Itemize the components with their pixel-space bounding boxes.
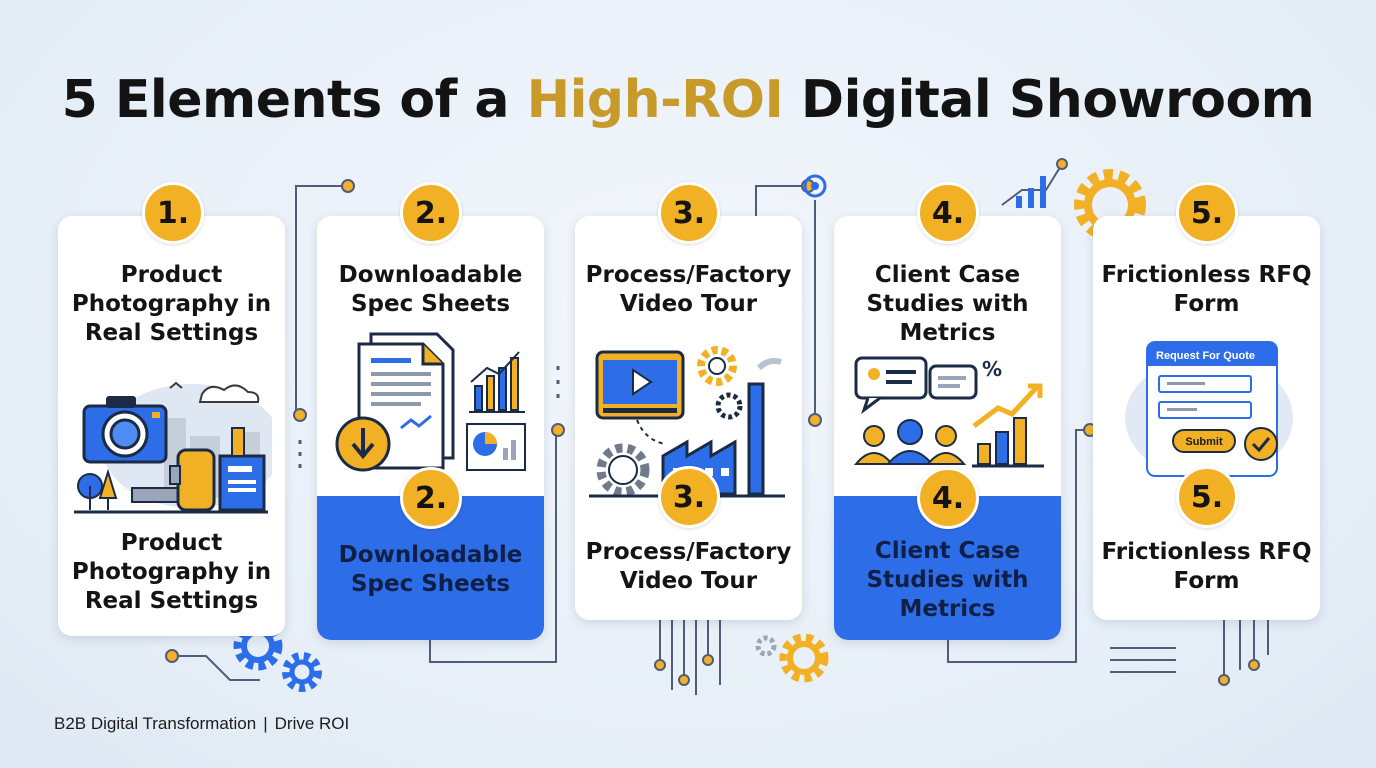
rfq-form-illustration: Request For Quote Submit [1125,341,1293,480]
card-2-lower-title: Downloadable Spec Sheets [338,542,523,597]
footer: B2B Digital Transformation | Drive ROI [54,714,349,734]
rfq-form-header: Request For Quote [1156,350,1255,362]
footer-left: B2B Digital Transformation [54,714,257,733]
element-card-5: Frictionless RFQ Form Request For Quote … [1093,216,1320,620]
step-badge-1: 1. [142,182,204,244]
step-badge-3: 3. [658,182,720,244]
card-5-title: Frictionless RFQ Form [1101,262,1312,317]
element-card-4: Client Case Studies with Metrics % Clien… [834,216,1061,640]
step-badge-4: 4. [917,182,979,244]
rfq-submit-button: Submit [1185,436,1223,448]
camera-factory-illustration [74,381,272,514]
card-1-title: Product Photography in Real Settings [71,262,272,346]
spec-sheet-download-illustration [335,332,526,472]
card-4-title: Client Case Studies with Metrics [866,262,1029,346]
footer-separator: | [263,714,268,733]
step-badge-2-lower: 2. [400,467,462,529]
step-badge-3-lower: 3. [658,466,720,528]
footer-right: Drive ROI [274,714,350,733]
title-suffix: Digital Showroom [783,70,1315,130]
card-1-lower-title: Product Photography in Real Settings [71,530,272,614]
card-3-title: Process/Factory Video Tour [585,262,792,317]
element-card-2: Downloadable Spec Sheets Downloadable Sp… [317,216,544,640]
element-card-3: Process/Factory Video Tour Process/Facto… [575,216,802,620]
card-3-lower-title: Process/Factory Video Tour [585,539,792,594]
svg-text:%: % [982,357,1002,381]
step-badge-2: 2. [400,182,462,244]
page-title: 5 Elements of a High-ROI Digital Showroo… [0,70,1376,130]
step-badge-4-lower: 4. [917,467,979,529]
title-prefix: 5 Elements of a [61,70,527,130]
title-accent: High-ROI [526,70,784,130]
case-study-metrics-illustration: % [853,356,1044,468]
card-5-lower-title: Frictionless RFQ Form [1101,539,1312,594]
step-badge-5-lower: 5. [1176,466,1238,528]
step-badge-5: 5. [1176,182,1238,244]
card-2-title: Downloadable Spec Sheets [338,262,523,317]
element-card-1: Product Photography in Real Settings Pro… [58,216,285,636]
video-factory-illustration [589,346,785,498]
card-4-lower-title: Client Case Studies with Metrics [866,538,1029,622]
